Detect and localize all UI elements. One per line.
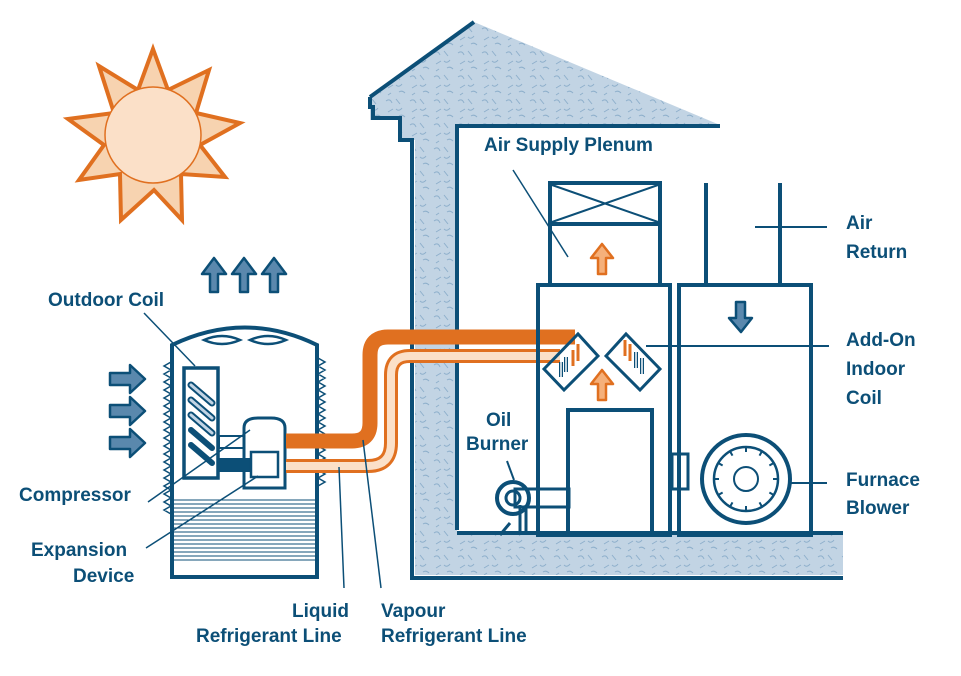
label-vapour-line-1: Vapour [381, 601, 446, 622]
fins-left [162, 361, 173, 515]
arrow-up-icon [589, 368, 615, 402]
blower-tick [768, 491, 775, 496]
leader-lines [143, 169, 569, 589]
label-outdoor-coil: Outdoor Coil [48, 290, 164, 311]
arrow-up-icon [200, 256, 228, 294]
sun-icon [62, 43, 246, 226]
arrow-right-icon [108, 363, 147, 395]
label-expansion-device-2: Device [73, 566, 134, 587]
furnace [495, 181, 829, 537]
vapour-refrigerant-line [286, 329, 575, 449]
label-air-return-1: Air [846, 213, 873, 234]
arrow-up-icon [260, 256, 288, 294]
furnace-blower [670, 433, 827, 525]
label-indoor-coil-2: Indoor [846, 359, 906, 380]
label-vapour-line-2: Refrigerant Line [381, 626, 527, 647]
label-air-supply-plenum: Air Supply Plenum [484, 135, 653, 156]
arrow-up-icon [230, 256, 258, 294]
blower-tick [758, 450, 763, 457]
blower-tick [729, 450, 734, 457]
blower-tick [758, 501, 763, 508]
label-compressor: Compressor [19, 485, 132, 506]
label-liquid-line-1: Liquid [292, 601, 349, 622]
airflow-arrows-outdoor [108, 256, 288, 459]
label-oil-burner-2: Burner [466, 434, 529, 455]
label-furnace-blower-2: Blower [846, 498, 910, 519]
liquid-refrigerant-line [286, 352, 560, 470]
blower-tick [717, 462, 724, 467]
label-air-return-2: Return [846, 242, 907, 263]
label-liquid-line-2: Refrigerant Line [196, 626, 342, 647]
arrow-down-icon [727, 300, 754, 334]
label-oil-burner-1: Oil [486, 410, 511, 431]
grille [174, 499, 315, 561]
compressor [242, 416, 287, 490]
blower-tick [717, 491, 724, 496]
label-furnace-blower-1: Furnace [846, 470, 920, 491]
outdoor-coil [182, 366, 220, 480]
refrigerant-lines [286, 329, 575, 473]
blower-tick [768, 462, 775, 467]
label-expansion-device-1: Expansion [31, 540, 127, 561]
label-indoor-coil-3: Coil [846, 388, 882, 409]
arrow-right-icon [108, 395, 147, 427]
arrow-up-icon [589, 242, 615, 276]
labels: Outdoor Coil Compressor Expansion Device… [19, 135, 920, 647]
expansion-device [249, 450, 280, 479]
oil-burner [495, 460, 571, 536]
arrow-right-icon [108, 427, 147, 459]
label-indoor-coil-1: Add-On [846, 330, 916, 351]
add-on-indoor-coil [541, 331, 663, 393]
blower-tick [729, 501, 734, 508]
outdoor-unit [162, 325, 327, 579]
